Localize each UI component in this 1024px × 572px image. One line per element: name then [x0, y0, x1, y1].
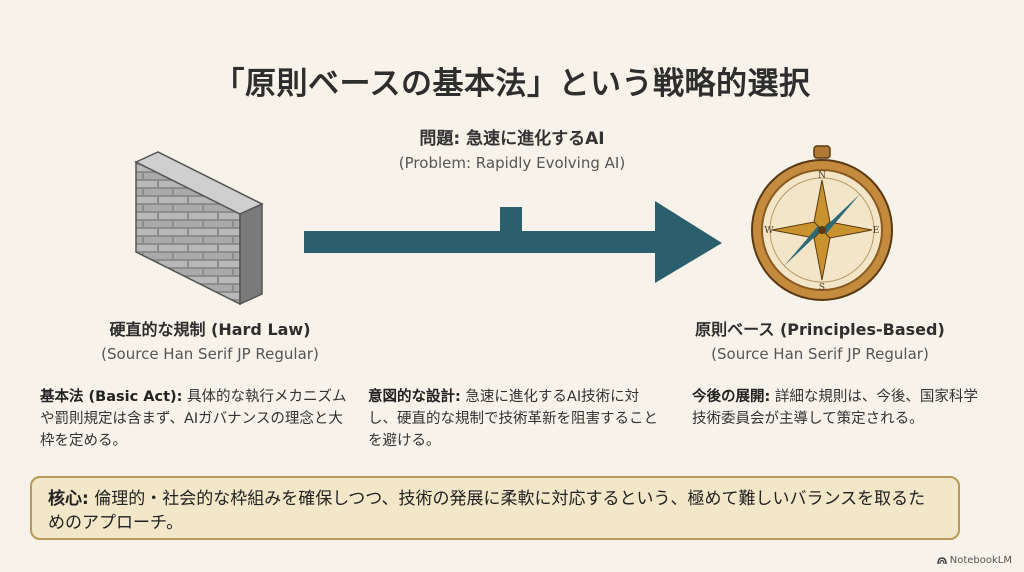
notebooklm-logo-icon: [937, 556, 947, 564]
point-intentional-design: 意図的な設計: 急速に進化するAI技術に対し、硬直的な規制で技術革新を阻害するこ…: [368, 386, 668, 452]
point-basic-act: 基本法 (Basic Act): 具体的な執行メカニズムや罰則規定は含まず、AI…: [40, 386, 350, 452]
principles-label: 原則ベース (Principles-Based): [695, 320, 945, 339]
point-text: 詳細な規則は、今後、国家科学技術委員会が主導して策定される。: [692, 389, 978, 427]
brand-name: NotebookLM: [949, 555, 1012, 566]
svg-text:N: N: [818, 171, 826, 181]
point-text: 急速に進化するAI技術に対し、硬直的な規制で技術革新を阻害することを避ける。: [368, 389, 658, 449]
problem-jp: 問題: 急速に進化するAI: [419, 129, 605, 149]
core-label: 核心:: [48, 489, 89, 509]
core-text: 倫理的・社会的な枠組みを確保しつつ、技術の発展に柔軟に対応するという、極めて難し…: [48, 489, 926, 533]
principles-sublabel: (Source Han Serif JP Regular): [711, 345, 929, 363]
svg-text:W: W: [764, 226, 774, 236]
svg-text:S: S: [819, 283, 825, 293]
brick-wall-icon: [134, 151, 264, 306]
point-text: 具体的な執行メカニズムや罰則規定は含まず、AIガバナンスの理念と大枠を定める。: [40, 389, 347, 449]
brand-watermark: NotebookLM: [937, 555, 1012, 566]
point-label: 今後の展開:: [692, 389, 771, 405]
problem-en: (Problem: Rapidly Evolving AI): [398, 154, 626, 172]
svg-text:E: E: [873, 226, 880, 236]
compass-icon: N S W E: [751, 145, 893, 301]
flow-arrow: [304, 201, 722, 283]
point-label: 意図的な設計:: [368, 389, 461, 405]
core-message-box: 核心: 倫理的・社会的な枠組みを確保しつつ、技術の発展に柔軟に対応するという、極…: [30, 476, 960, 540]
hard-law-label: 硬直的な規制 (Hard Law): [109, 320, 311, 339]
hard-law-sublabel: (Source Han Serif JP Regular): [101, 345, 319, 363]
point-future-development: 今後の展開: 詳細な規則は、今後、国家科学技術委員会が主導して策定される。: [692, 386, 992, 430]
hard-law-caption: 硬直的な規制 (Hard Law) (Source Han Serif JP R…: [40, 316, 380, 363]
point-label: 基本法 (Basic Act):: [40, 389, 183, 405]
page-title: 「原則ベースの基本法」という戦略的選択: [213, 66, 811, 102]
principles-caption: 原則ベース (Principles-Based) (Source Han Ser…: [650, 316, 990, 363]
problem-label: 問題: 急速に進化するAI (Problem: Rapidly Evolving…: [312, 124, 712, 172]
